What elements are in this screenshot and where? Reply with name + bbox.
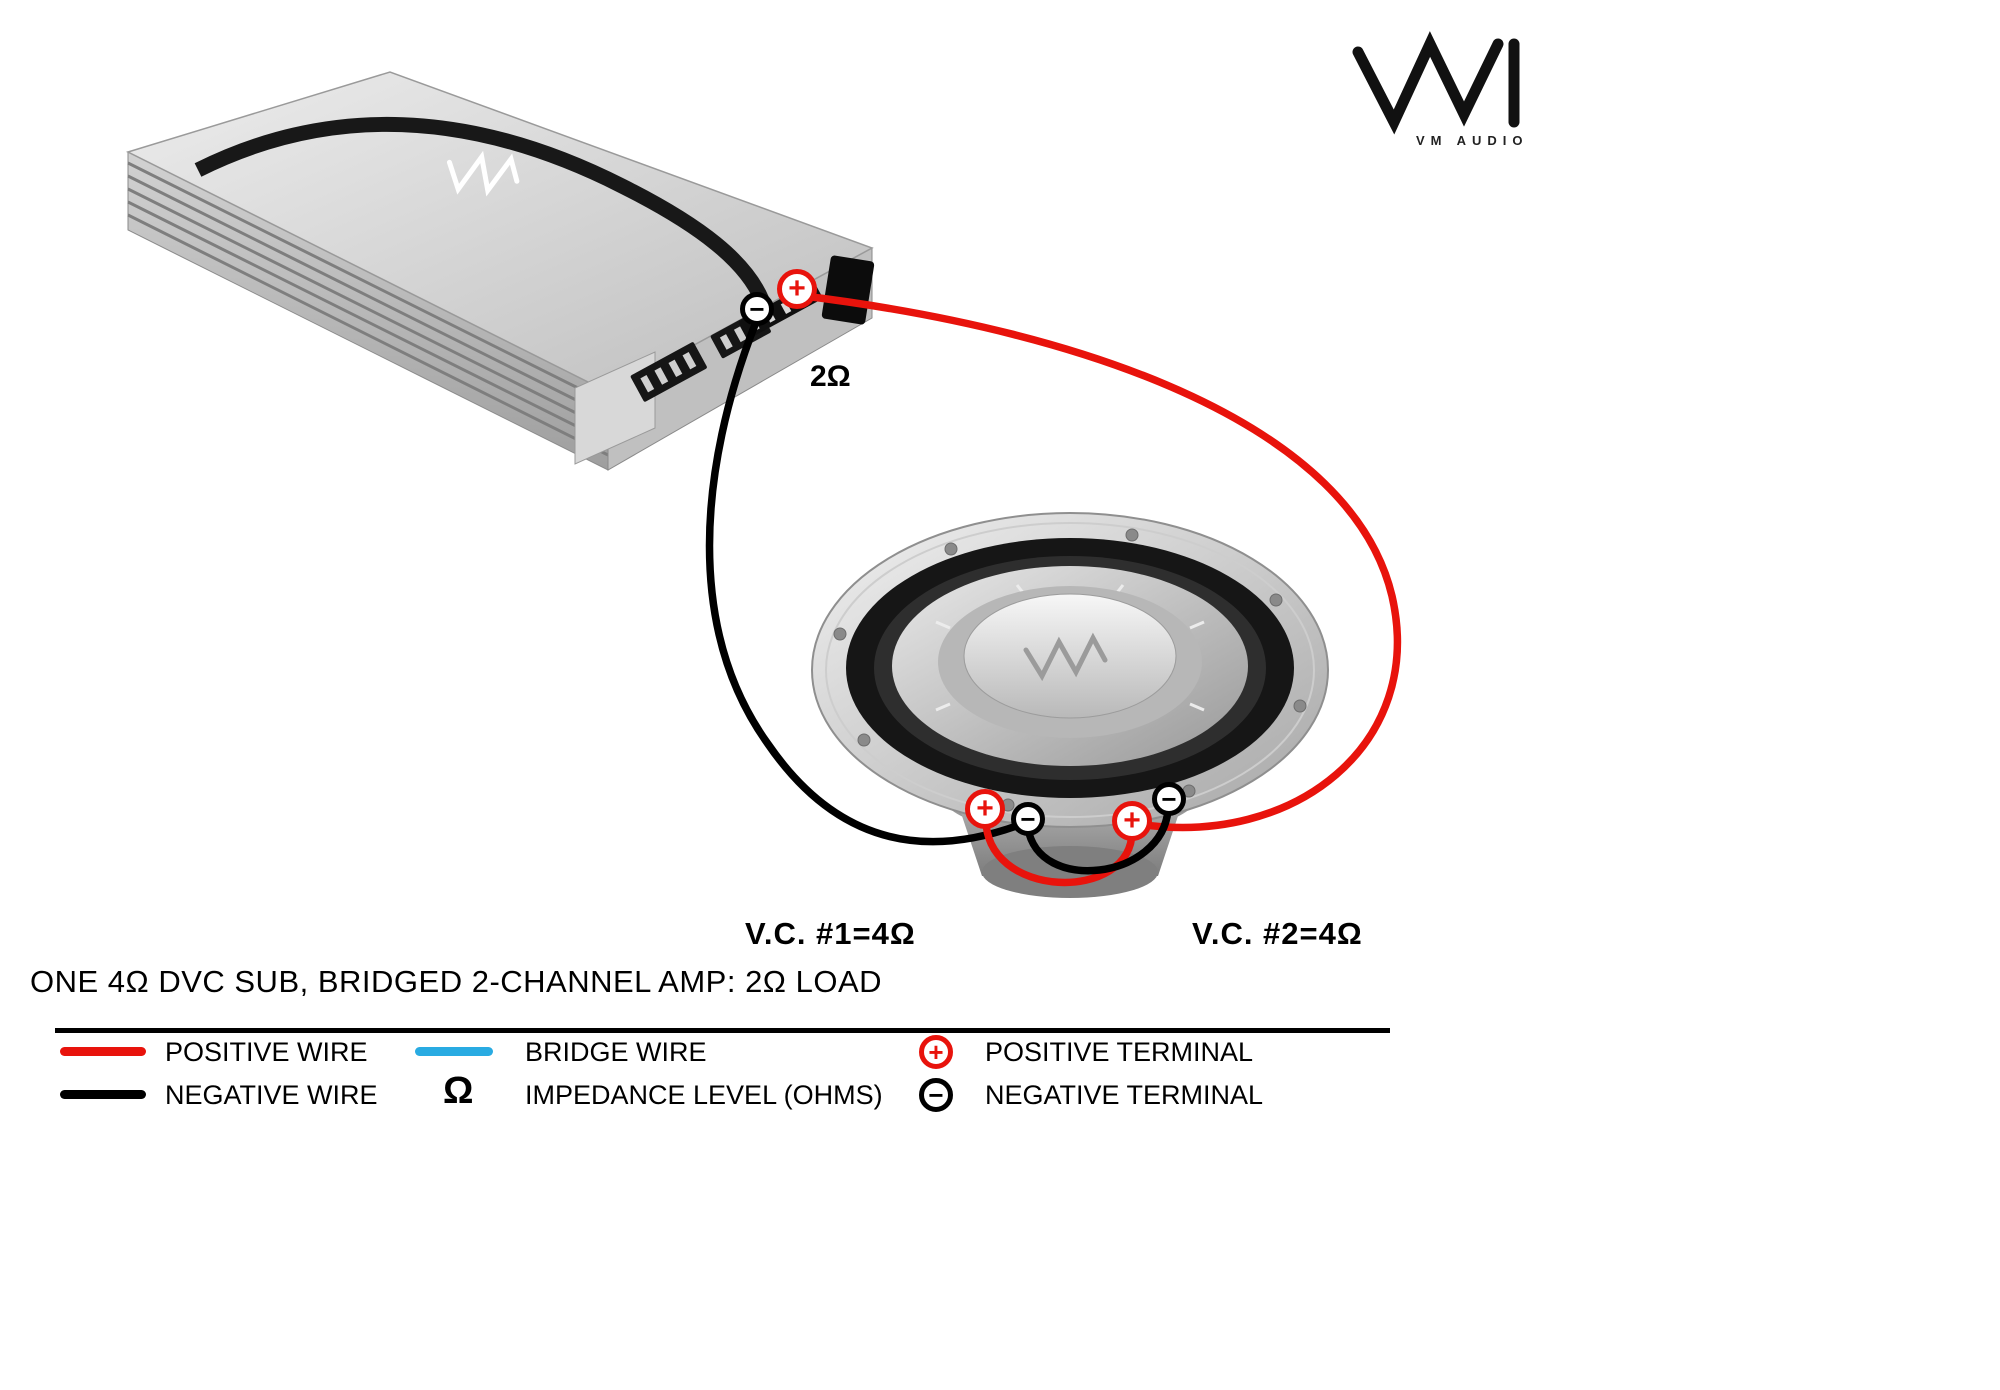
impedance-symbol: Ω: [443, 1070, 474, 1112]
positive-wire-swatch: [60, 1047, 146, 1056]
legend-negative-terminal-label: NEGATIVE TERMINAL: [985, 1080, 1264, 1110]
legend-divider: [55, 1028, 1390, 1033]
negative-jumper-vc1-to-vc2: [1024, 806, 1172, 875]
vc2-negative-terminal: −: [1152, 782, 1186, 816]
sub-vm-logo: [1023, 632, 1108, 682]
plus-glyph: +: [1123, 804, 1141, 837]
diagram-title: ONE 4Ω DVC SUB, BRIDGED 2-CHANNEL AMP: 2…: [30, 964, 883, 999]
vc1-label: V.C. #1=4Ω: [745, 916, 916, 951]
legend-bridge-wire-label: BRIDGE WIRE: [525, 1037, 707, 1067]
wires: [705, 292, 1402, 887]
plus-glyph: +: [976, 792, 994, 825]
vm-monogram-logo: [1352, 31, 1520, 135]
vc2-label: V.C. #2=4Ω: [1192, 916, 1363, 951]
vc1-positive-terminal: +: [965, 789, 1005, 829]
negative-wire-swatch: [60, 1090, 146, 1099]
legend-positive-wire-label: POSITIVE WIRE: [165, 1037, 368, 1067]
positive-wire-amp-to-vc2: [800, 292, 1402, 832]
minus-glyph: −: [1161, 784, 1177, 814]
legend-impedance-label: IMPEDANCE LEVEL (OHMS): [525, 1080, 883, 1110]
amp-impedance-label: 2Ω: [810, 360, 851, 393]
vc1-negative-terminal: −: [1011, 802, 1045, 836]
amp-positive-terminal: +: [777, 269, 817, 309]
amp-vm-logo: [446, 150, 520, 197]
subwoofer-illustration: [811, 512, 1329, 898]
brand-name: VM AUDIO: [1416, 133, 1529, 148]
minus-glyph: −: [749, 294, 765, 324]
amp-top-stripe: [194, 116, 769, 304]
legend-negative-terminal-icon: −: [919, 1078, 953, 1112]
plus-glyph: +: [788, 272, 806, 305]
legend-negative-wire-label: NEGATIVE WIRE: [165, 1080, 378, 1110]
legend-positive-terminal-icon: +: [919, 1035, 953, 1069]
minus-glyph: −: [928, 1080, 944, 1110]
vc2-positive-terminal: +: [1112, 801, 1152, 841]
bridge-wire-swatch: [415, 1047, 493, 1056]
sub-dust-cap: [963, 593, 1177, 719]
amp-negative-terminal: −: [740, 292, 774, 326]
sub-mounting-screws: [833, 528, 1307, 812]
legend-positive-terminal-label: POSITIVE TERMINAL: [985, 1037, 1254, 1067]
negative-wire-amp-to-vc1: [705, 318, 1026, 846]
amp-heatsink-fins: [127, 161, 609, 457]
plus-glyph: +: [928, 1037, 944, 1067]
minus-glyph: −: [1020, 804, 1036, 834]
amplifier-illustration: [125, 71, 875, 471]
positive-jumper-vc1-to-vc2: [982, 812, 1136, 887]
